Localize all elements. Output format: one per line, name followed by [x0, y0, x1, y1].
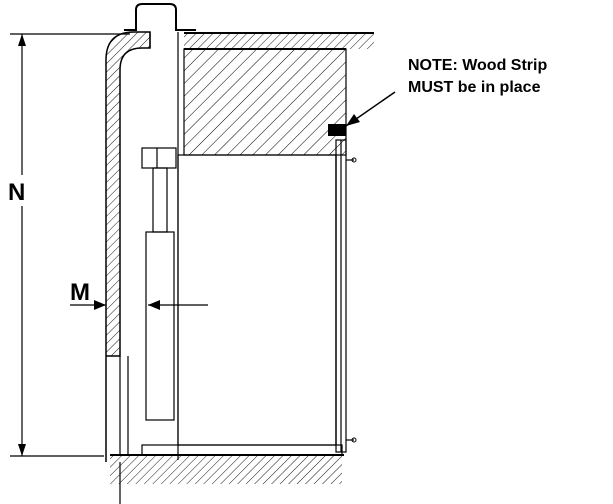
- tube-assembly: [141, 147, 177, 421]
- note-line-1: NOTE: Wood Strip: [408, 57, 547, 74]
- dimension-n: [10, 33, 130, 457]
- cabinet-body: [177, 154, 337, 446]
- upper-wall-block: [183, 48, 347, 156]
- dimension-m-label: M: [70, 279, 90, 306]
- dimension-n-label: N: [8, 179, 25, 206]
- note-arrow: [345, 91, 396, 127]
- duct-cap: [124, 3, 196, 31]
- floor-slab: [110, 444, 344, 504]
- vent-duct: [105, 31, 179, 462]
- note-line-2: MUST be in place: [408, 79, 541, 96]
- ceiling-slab: [184, 32, 374, 50]
- dimension-m: [70, 300, 208, 310]
- wood-strip: [328, 124, 346, 136]
- front-panel: [335, 139, 357, 453]
